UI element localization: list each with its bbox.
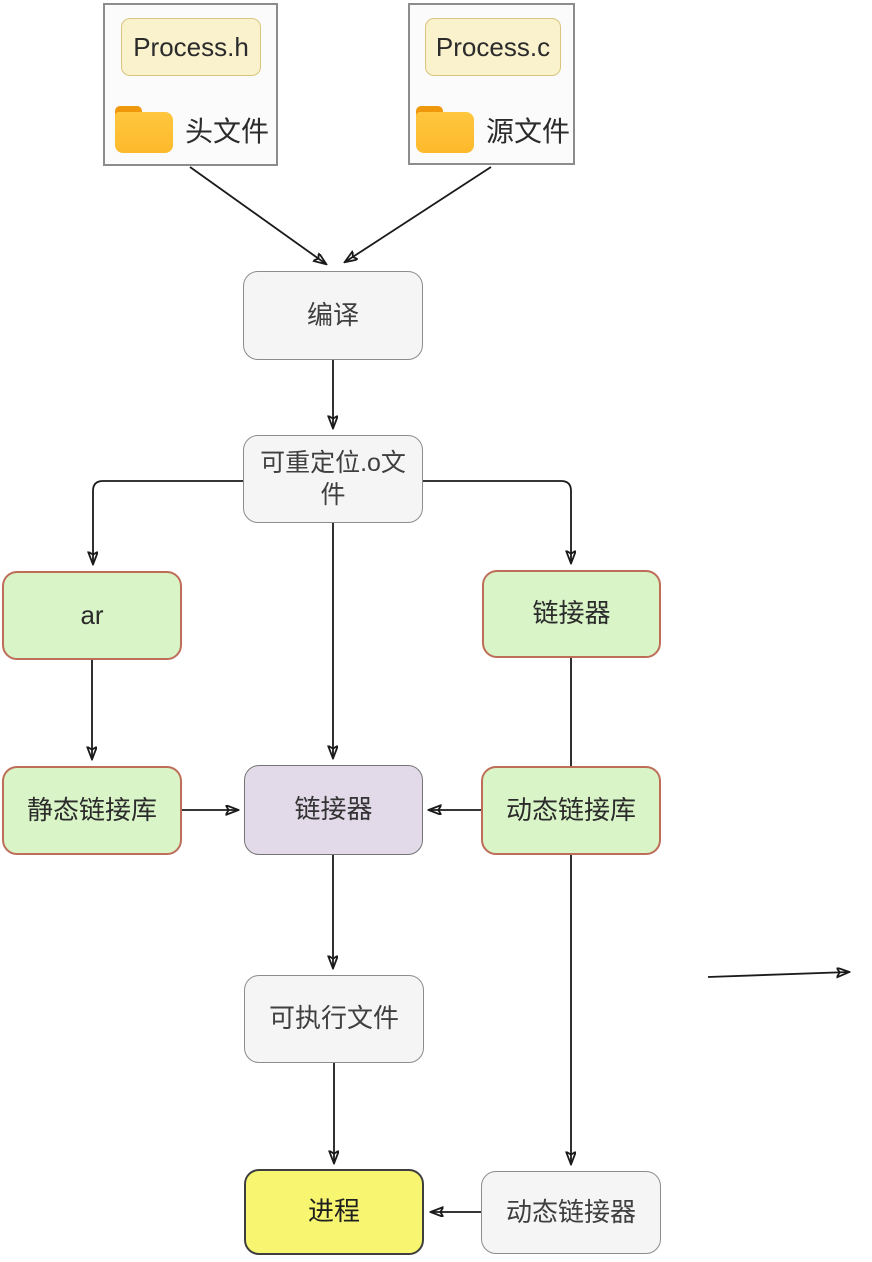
node-linker-top[interactable]: 链接器 xyxy=(482,570,661,658)
node-relocatable-o-file[interactable]: 可重定位.o文件 xyxy=(243,435,423,523)
node-executable-file[interactable]: 可执行文件 xyxy=(244,975,424,1063)
edge-relocatable-to-ar xyxy=(93,480,243,564)
node-process[interactable]: 进程 xyxy=(244,1169,424,1255)
node-label: 编译 xyxy=(306,299,359,330)
node-label: 链接器 xyxy=(532,598,611,629)
folder-label: 头文件 xyxy=(185,115,270,147)
container-source-file[interactable]: Process.c 源文件 xyxy=(408,3,575,165)
node-static-link-library[interactable]: 静态链接库 xyxy=(2,766,182,855)
node-linker-mid[interactable]: 链接器 xyxy=(244,765,423,855)
node-label: ar xyxy=(80,599,104,630)
node-label: 进程 xyxy=(307,1196,360,1227)
folder-icon xyxy=(416,106,474,153)
node-dynamic-linker[interactable]: 动态链接器 xyxy=(481,1171,661,1254)
node-label: 可重定位.o文件 xyxy=(260,448,406,510)
edge-sourcefile-to-compile xyxy=(345,166,492,262)
edge-free-arrow-right xyxy=(707,972,849,977)
file-box-process-c[interactable]: Process.c xyxy=(425,18,561,76)
node-label: 可执行文件 xyxy=(268,1003,399,1034)
node-label: 动态链接库 xyxy=(505,794,636,825)
file-label: Process.h xyxy=(133,31,249,62)
folder-icon xyxy=(115,106,173,153)
node-ar[interactable]: ar xyxy=(2,571,182,660)
node-dynamic-link-library[interactable]: 动态链接库 xyxy=(481,766,661,855)
node-label: 链接器 xyxy=(294,794,373,825)
node-label: 动态链接器 xyxy=(505,1196,636,1227)
edge-headerfile-to-compile xyxy=(189,166,326,264)
node-compile[interactable]: 编译 xyxy=(243,271,423,360)
node-label: 静态链接库 xyxy=(26,794,157,825)
file-label: Process.c xyxy=(435,31,551,62)
edge-relocatable-to-linker-top xyxy=(423,480,571,563)
container-header-file[interactable]: Process.h 头文件 xyxy=(103,3,278,166)
folder-label: 源文件 xyxy=(486,115,571,147)
file-box-process-h[interactable]: Process.h xyxy=(121,18,261,76)
